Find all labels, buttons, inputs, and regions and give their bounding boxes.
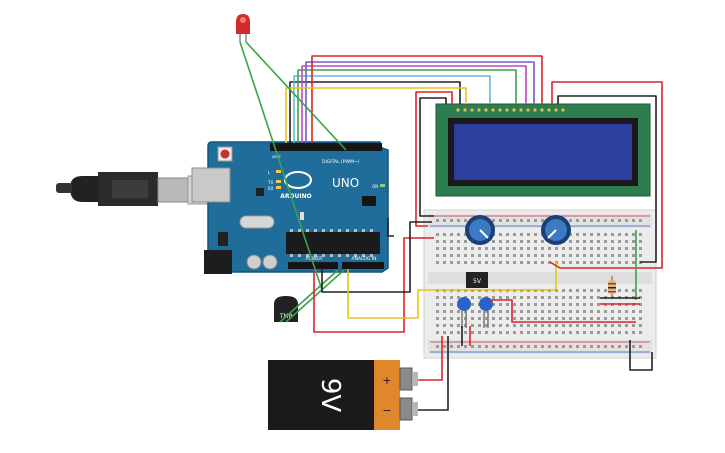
arduino-logo-text: ARDUINO [280, 193, 311, 200]
capacitor-right[interactable] [479, 297, 493, 328]
tx-label: TX [267, 180, 273, 185]
wire-lcd-left-black[interactable] [419, 97, 447, 217]
power-header[interactable] [288, 262, 338, 269]
lcd-16x2[interactable] [435, 103, 651, 197]
wire-power-red[interactable] [313, 237, 434, 333]
wire-battery-red[interactable] [418, 336, 443, 381]
digital-pwm-label: DIGITAL (PWM~) [322, 159, 360, 165]
lcd-screen [454, 124, 632, 180]
battery-9v[interactable]: 9V + − [268, 360, 418, 430]
wire-led-2[interactable] [245, 41, 347, 151]
wire-lcd-5[interactable] [305, 61, 535, 143]
wire-power-black[interactable] [321, 221, 432, 293]
arduino-model-text: UNO [332, 176, 359, 190]
battery-label: 9V [315, 378, 345, 413]
breadboard[interactable] [423, 209, 657, 359]
wire-battery-black[interactable] [418, 336, 449, 411]
power-label: POWER [306, 256, 323, 262]
arduino-uno-board[interactable]: ARDUINO UNO DIGITAL (PWM~) POWER ANALOG … [191, 141, 389, 274]
atmega-chip [286, 232, 380, 254]
wire-analog-yellow[interactable] [347, 262, 557, 319]
l-led-label: L [268, 170, 271, 175]
wire-lcd-vcc[interactable] [551, 81, 663, 269]
wire-lcd-2[interactable] [293, 75, 491, 143]
wire-lcd-6[interactable] [311, 55, 543, 143]
battery-plus-label: + [382, 374, 391, 387]
resistor[interactable] [608, 276, 616, 298]
wire-bb-red-1[interactable] [549, 261, 640, 269]
wire-bb-black-3[interactable] [629, 340, 653, 371]
wire-lcd-left[interactable] [415, 91, 453, 227]
wire-lcd-gnd[interactable] [557, 95, 657, 263]
potentiometer-left[interactable] [465, 215, 495, 245]
voltage-regulator[interactable]: 5V [466, 272, 488, 288]
regulator-label: 5V [473, 278, 482, 285]
analog-in-label: ANALOG IN [351, 256, 376, 262]
digital-header[interactable] [270, 143, 382, 151]
red-led[interactable] [236, 14, 250, 42]
aref-label: AREF [272, 155, 281, 159]
wire-lcd-7[interactable] [285, 87, 467, 143]
wire-sensor-1[interactable] [279, 269, 339, 323]
wire-sensor-2[interactable] [285, 269, 345, 323]
analog-header[interactable] [342, 262, 384, 269]
usb-cable [56, 172, 211, 206]
capacitor-left[interactable] [457, 297, 471, 328]
wire-lcd-4[interactable] [301, 65, 527, 143]
wire-lcd-1[interactable] [289, 81, 461, 143]
wire-bb-red-2[interactable] [490, 299, 636, 323]
wires [239, 41, 663, 411]
wire-led-1[interactable] [239, 41, 323, 291]
wire-lcd-3[interactable] [297, 69, 517, 143]
on-led-label: ON [372, 184, 378, 189]
wire-arduino-black-2[interactable] [387, 218, 394, 237]
battery-minus-label: − [382, 404, 391, 417]
rx-label: RX [268, 186, 274, 191]
potentiometer-right[interactable] [541, 215, 571, 245]
